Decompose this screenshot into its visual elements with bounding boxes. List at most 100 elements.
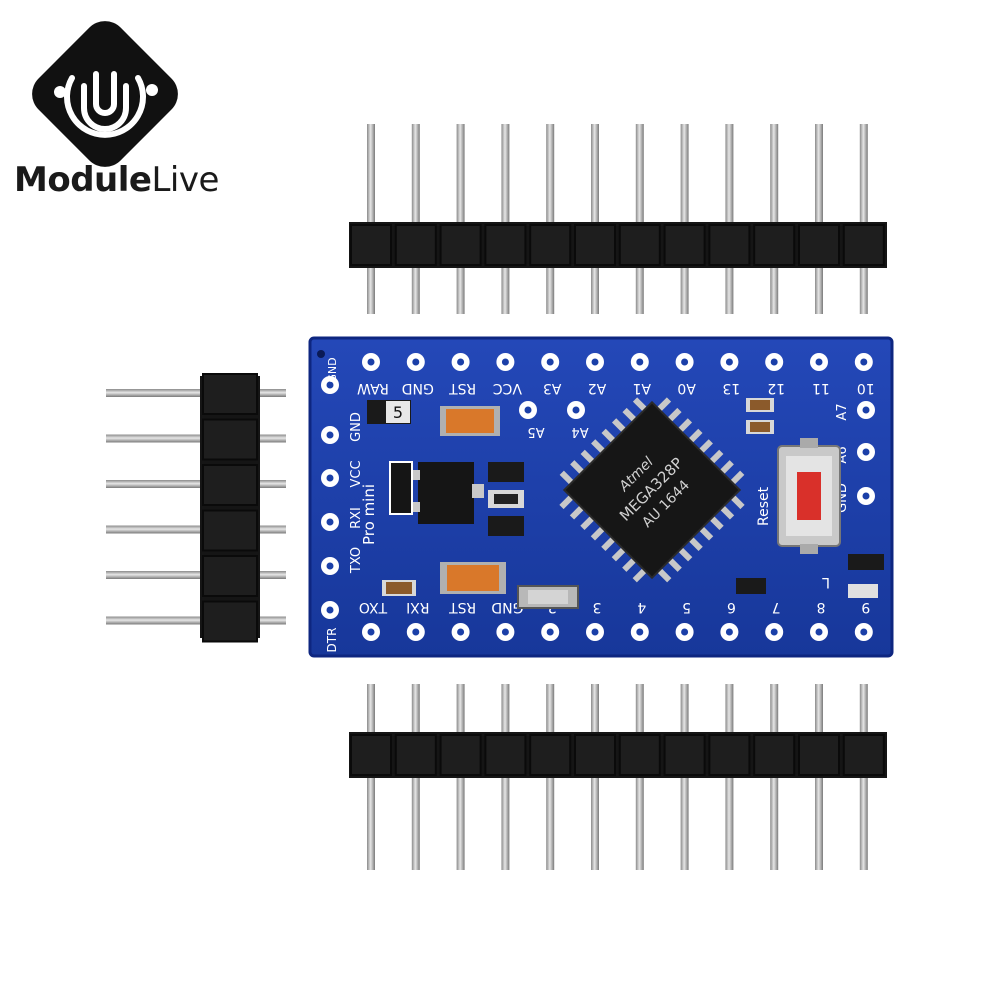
header-plastic <box>349 732 887 778</box>
angled-pin <box>106 616 286 625</box>
header-segment <box>663 224 706 266</box>
pad-hole <box>412 628 420 636</box>
angled-header-segment <box>202 464 258 506</box>
header-segment <box>753 224 796 266</box>
pad-hole <box>591 358 599 366</box>
pad-hole <box>815 358 823 366</box>
reset-button <box>777 438 841 554</box>
top-label: A1 <box>633 380 651 396</box>
left-label: TXO <box>349 547 364 574</box>
left-label: RXI <box>349 507 364 529</box>
pad-hole <box>546 628 554 636</box>
angled-header-segment <box>202 418 258 461</box>
header-segment <box>350 734 392 776</box>
pad-hole <box>457 358 465 366</box>
inner-label: A4 <box>571 424 588 439</box>
pad-hole <box>860 358 868 366</box>
capacitor-bottom <box>440 562 506 594</box>
pad-hole <box>326 431 334 439</box>
bottom-label: 6 <box>727 599 736 615</box>
pad-hole <box>862 406 870 414</box>
angled-pin <box>106 434 286 443</box>
top-label: RST <box>449 380 477 396</box>
top-label: A0 <box>677 380 695 396</box>
angled-header-segment <box>202 555 258 597</box>
microcontroller-chip: Atmel MEGA328P AU 1644 <box>559 397 745 583</box>
pad-hole <box>524 406 532 414</box>
header-segment <box>618 224 661 266</box>
brand-name: ModuleLive <box>14 160 219 210</box>
angled-header-segment <box>202 373 258 415</box>
pad-hole <box>725 628 733 636</box>
top-label: 10 <box>857 380 875 396</box>
crystal-resonator <box>517 585 579 609</box>
header-segment <box>708 224 751 266</box>
header-pin <box>680 124 689 314</box>
pad-hole <box>501 358 509 366</box>
module-live-logo <box>32 21 178 167</box>
top-label: A2 <box>588 380 606 396</box>
angled-pin <box>106 525 286 534</box>
bottom-label: TXO <box>359 599 388 615</box>
header-segment <box>753 734 796 776</box>
header-pin <box>367 124 375 314</box>
header-segment <box>798 734 840 776</box>
pad-hole <box>860 628 868 636</box>
header-pin <box>546 124 555 314</box>
header-pin <box>591 124 599 314</box>
header-segment <box>394 734 437 776</box>
top-label: 13 <box>722 380 740 396</box>
pad-hole <box>681 628 689 636</box>
angled-header-plastic <box>200 376 260 638</box>
bottom-label: GND <box>491 599 523 615</box>
header-segment <box>394 224 437 266</box>
pad-hole <box>501 628 509 636</box>
bottom-label: DTR <box>325 628 339 653</box>
pad-hole <box>636 358 644 366</box>
header-segment <box>439 224 482 266</box>
top-label: 12 <box>767 380 785 396</box>
angled-header-segment <box>202 509 258 552</box>
header-pin <box>501 124 510 314</box>
bottom-label: 4 <box>637 599 646 615</box>
brand-name-light: Live <box>151 160 219 200</box>
header-pin <box>411 124 420 314</box>
pad-hole <box>367 628 375 636</box>
header-pin <box>725 124 734 314</box>
capacitor-top <box>440 406 500 436</box>
angled-header-segment <box>202 600 258 643</box>
pad-hole <box>572 406 580 414</box>
left-label: VCC <box>349 460 364 487</box>
header-segment <box>439 734 482 776</box>
top-label: 11 <box>812 380 830 396</box>
header-segment <box>484 734 527 776</box>
pad-hole <box>546 358 554 366</box>
pad-hole <box>770 358 778 366</box>
header-segment <box>574 224 616 266</box>
top-pad-row <box>362 353 873 371</box>
pad-hole <box>457 628 465 636</box>
pad-hole <box>367 358 375 366</box>
voltage-regulator <box>408 462 484 524</box>
header-segment <box>663 734 706 776</box>
pad-hole <box>326 518 334 526</box>
header-pin <box>815 124 823 314</box>
bottom-pin-header <box>349 684 887 870</box>
top-label: A3 <box>543 380 561 396</box>
diode <box>389 461 413 515</box>
bottom-label: 3 <box>593 599 602 615</box>
inner-pads <box>519 401 585 419</box>
pad-hole <box>862 448 870 456</box>
brand-name-bold: Module <box>14 160 152 200</box>
bottom-label: 5 <box>682 599 691 615</box>
angled-pin <box>106 389 286 397</box>
bottom-pad-row <box>362 623 873 641</box>
right-label: A7 <box>835 403 850 420</box>
bottom-label: RXI <box>406 599 429 615</box>
pad-hole <box>326 562 334 570</box>
angled-pin <box>106 480 286 488</box>
pad-hole <box>412 358 420 366</box>
bottom-label: RST <box>449 599 477 615</box>
